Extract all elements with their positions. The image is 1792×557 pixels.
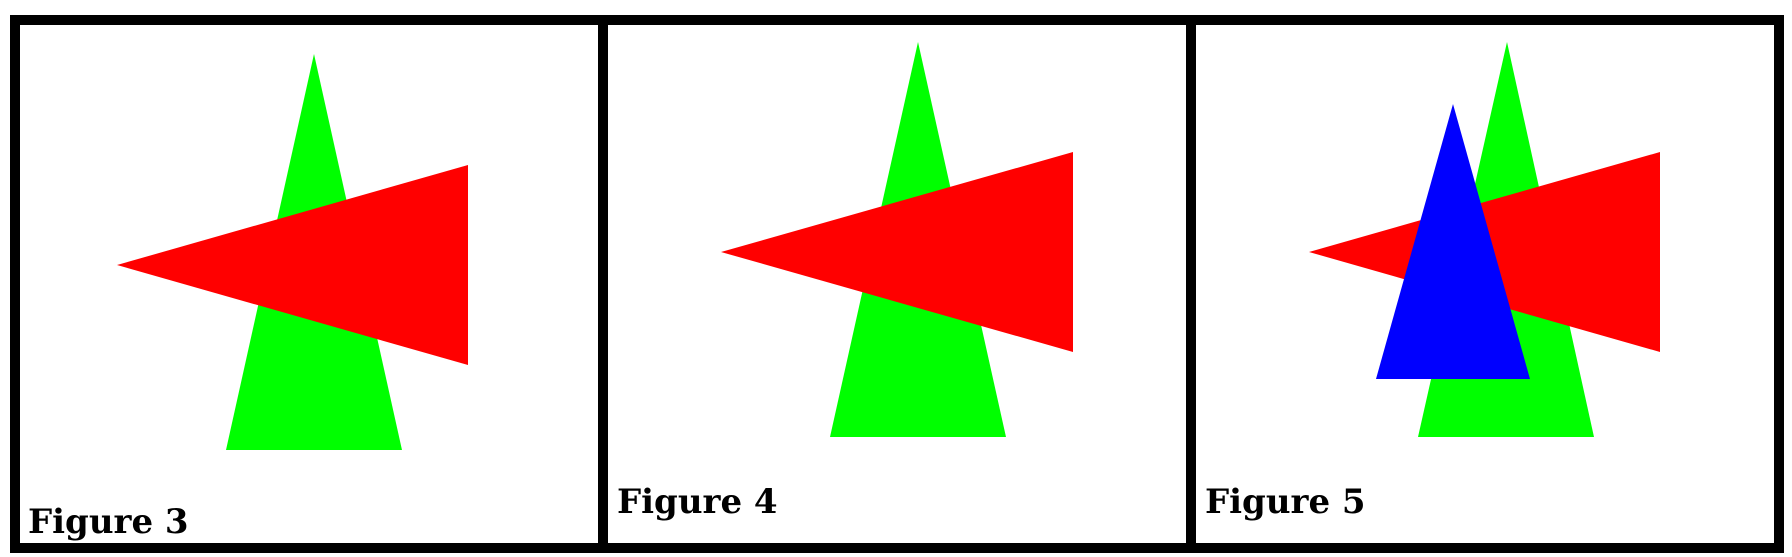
panel-figure-5: Figure 5 bbox=[1186, 15, 1784, 553]
panel-figure-4: Figure 4 bbox=[598, 15, 1196, 553]
panel-figure-3: Figure 3 bbox=[10, 15, 608, 553]
panel-border bbox=[1186, 15, 1784, 553]
figure-label: Figure 3 bbox=[28, 502, 189, 542]
figure-label: Figure 4 bbox=[617, 482, 778, 522]
red-triangle bbox=[721, 152, 1073, 352]
blue-triangle bbox=[1376, 104, 1530, 379]
red-triangle bbox=[117, 165, 468, 365]
figure-label: Figure 5 bbox=[1205, 482, 1366, 522]
